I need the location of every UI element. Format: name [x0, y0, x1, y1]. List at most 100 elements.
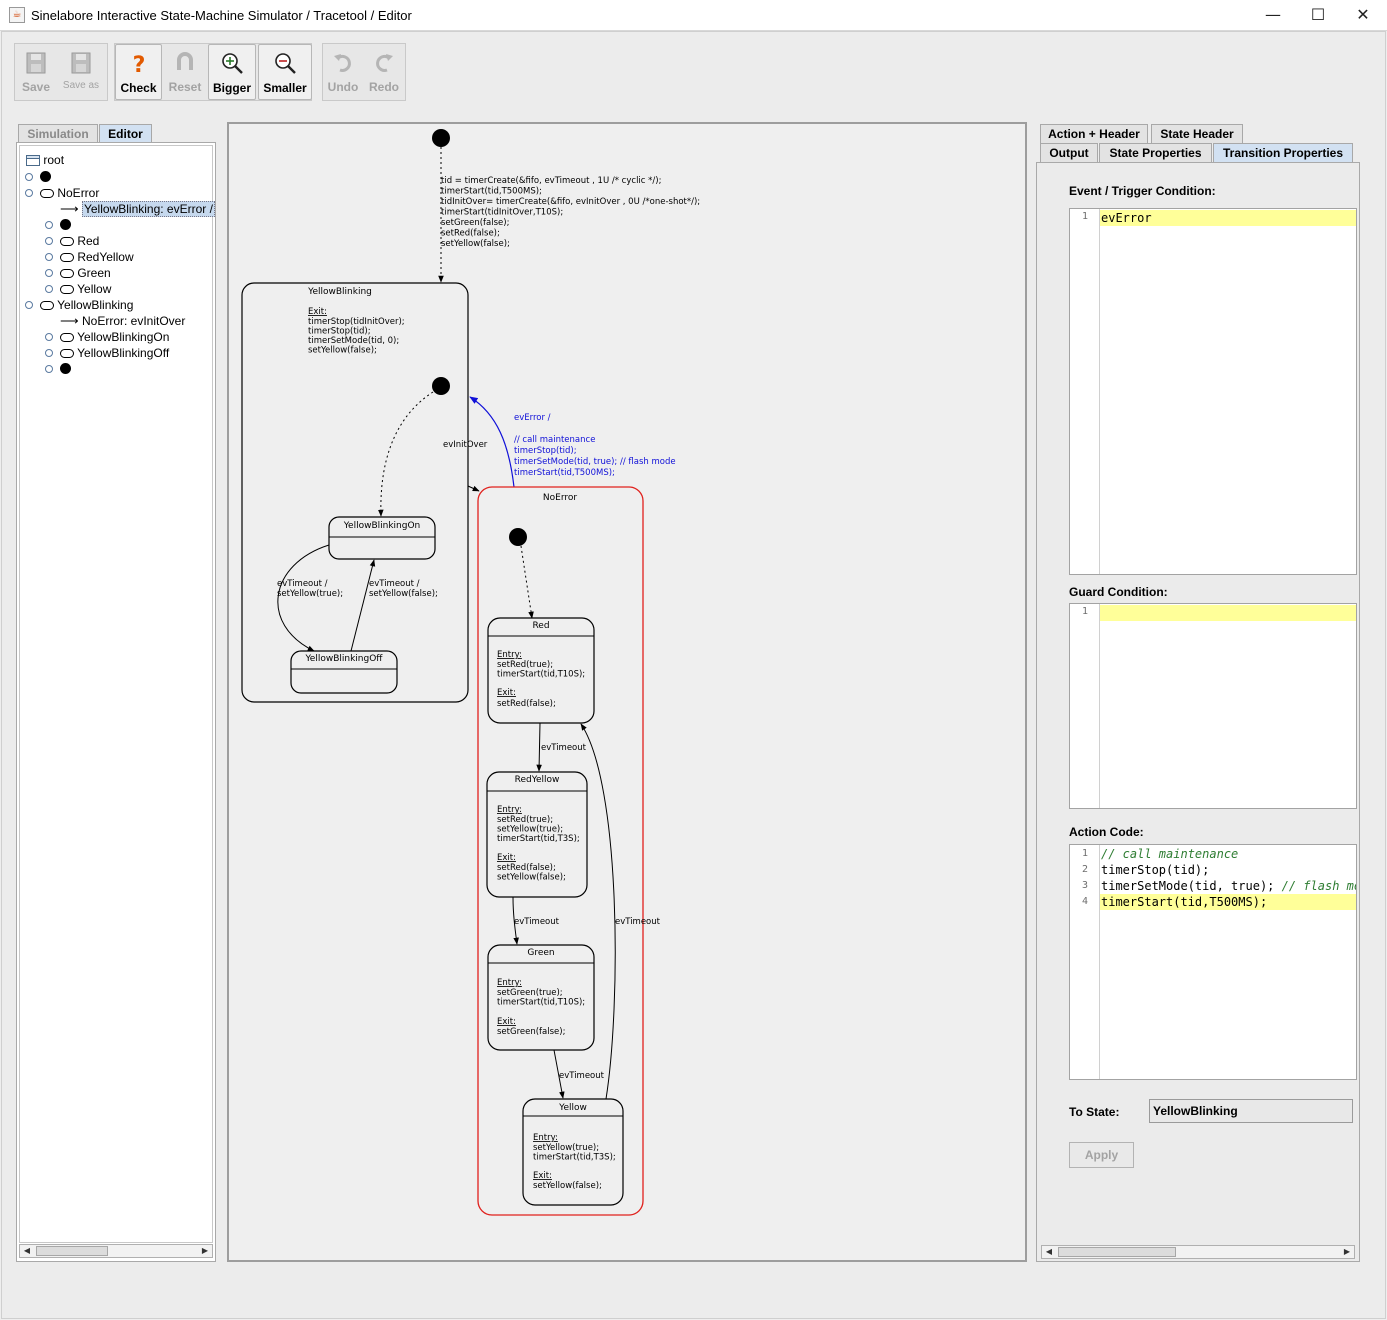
- redo-button[interactable]: Redo: [364, 44, 404, 100]
- tree-expander[interactable]: [45, 333, 53, 341]
- tree-node-yellowblinking-transition[interactable]: ⟶ NoError: evInitOver: [60, 313, 185, 329]
- tree-node-yb-on[interactable]: YellowBlinkingOn: [44, 329, 169, 345]
- tree-node-noerror[interactable]: NoError: [24, 185, 99, 201]
- state-yellowblinking-exit-code: timerStop(tidInitOver); timerStop(tid); …: [308, 317, 407, 356]
- state-icon: [40, 189, 54, 198]
- action-code-line-3[interactable]: timerSetMode(tid, true); // flash mode: [1100, 878, 1357, 894]
- tree-node-initial[interactable]: [24, 169, 51, 185]
- window-title: Sinelabore Interactive State-Machine Sim…: [31, 8, 412, 23]
- action-code-line-4[interactable]: timerStart(tid,T500MS);: [1100, 894, 1356, 910]
- transition-arrow-icon: ⟶: [60, 201, 79, 216]
- tree-expander[interactable]: [45, 221, 53, 229]
- svg-text:?: ?: [132, 53, 145, 77]
- tree-node-red[interactable]: Red: [44, 233, 99, 249]
- scroll-left-arrow-icon[interactable]: ◀: [20, 1245, 34, 1257]
- tree-expander[interactable]: [25, 189, 33, 197]
- off-to-on-transition[interactable]: [351, 560, 374, 651]
- event-trigger-editor[interactable]: 1 evError: [1069, 208, 1357, 575]
- state-green-exit-label: Exit:: [497, 1017, 516, 1027]
- tree-expander[interactable]: [45, 269, 53, 277]
- evinitover-transition[interactable]: [468, 486, 479, 491]
- to-state-field[interactable]: YellowBlinking: [1149, 1099, 1353, 1123]
- scroll-right-arrow-icon[interactable]: ▶: [1340, 1246, 1354, 1258]
- red-to-redyellow-transition[interactable]: [539, 723, 540, 771]
- tab-output[interactable]: Output: [1040, 143, 1098, 162]
- event-trigger-label: Event / Trigger Condition:: [1069, 184, 1216, 198]
- tab-simulation[interactable]: Simulation: [18, 124, 98, 143]
- diagram-canvas[interactable]: tid = timerCreate(&fifo, evTimeout , 1U …: [227, 122, 1027, 1262]
- tree-expander[interactable]: [45, 349, 53, 357]
- properties-horizontal-scrollbar[interactable]: ◀ ▶: [1041, 1245, 1355, 1259]
- undo-button[interactable]: Undo: [324, 44, 362, 100]
- state-redyellow-entry-code: setRed(true); setYellow(true); timerStar…: [497, 815, 580, 844]
- maximize-button[interactable]: ☐: [1295, 0, 1341, 30]
- tree-node-root[interactable]: root: [26, 152, 64, 168]
- tree-node-green[interactable]: Green: [44, 265, 111, 281]
- top-initial-state[interactable]: [432, 129, 450, 147]
- minimize-button[interactable]: —: [1250, 0, 1296, 30]
- tab-transition-properties[interactable]: Transition Properties: [1213, 143, 1353, 162]
- title-bar: ☕ Sinelabore Interactive State-Machine S…: [0, 0, 1387, 31]
- tree-node-redyellow[interactable]: RedYellow: [44, 249, 134, 265]
- initial-action-code: tid = timerCreate(&fifo, evTimeout , 1U …: [441, 176, 703, 249]
- event-code-line[interactable]: evError: [1100, 210, 1356, 226]
- close-button[interactable]: ✕: [1340, 0, 1386, 30]
- bigger-button[interactable]: Bigger: [208, 44, 256, 100]
- tree-node-yb-off[interactable]: YellowBlinkingOff: [44, 345, 169, 361]
- everror-action-code: // call maintenance timerStop(tid); time…: [514, 435, 678, 478]
- smaller-button[interactable]: Smaller: [258, 44, 312, 100]
- scroll-left-arrow-icon[interactable]: ◀: [1042, 1246, 1056, 1258]
- save-as-button[interactable]: Save as: [58, 44, 104, 100]
- line-number: 1: [1070, 211, 1088, 222]
- reset-arrow-icon: [172, 50, 198, 76]
- save-button[interactable]: Save: [16, 44, 56, 100]
- zoom-out-icon: [272, 51, 298, 77]
- yb-initial-transition[interactable]: [381, 392, 433, 516]
- guard-code-line[interactable]: [1100, 605, 1356, 621]
- action-code-editor[interactable]: 1 2 3 4 // call maintenance timerStop(ti…: [1069, 844, 1357, 1080]
- initial-state-icon: [60, 219, 71, 230]
- tree-expander[interactable]: [25, 301, 33, 309]
- action-code-line-1[interactable]: // call maintenance: [1100, 846, 1238, 862]
- state-yellow-entry-label: Entry:: [533, 1133, 558, 1143]
- state-yellow-entry-code: setYellow(true); timerStart(tid,T3S);: [533, 1143, 616, 1163]
- apply-button[interactable]: Apply: [1069, 1142, 1134, 1168]
- line-number: 1: [1070, 606, 1088, 617]
- state-redyellow-exit-code: setRed(false); setYellow(false);: [497, 863, 566, 883]
- tree-horizontal-scrollbar[interactable]: ◀ ▶: [19, 1244, 213, 1258]
- zoom-in-icon: [219, 51, 245, 77]
- action-code-line-2[interactable]: timerStop(tid);: [1100, 862, 1209, 878]
- tree-node-noerror-initial[interactable]: [44, 217, 71, 233]
- state-yellow-exit-code: setYellow(false);: [533, 1181, 602, 1191]
- off-to-on-label: evTimeout / setYellow(false);: [369, 579, 438, 599]
- noerror-initial-transition[interactable]: [521, 546, 532, 618]
- initial-state-icon: [40, 171, 51, 182]
- tab-action-header[interactable]: Action + Header: [1040, 124, 1148, 143]
- tab-editor[interactable]: Editor: [99, 124, 152, 143]
- tree-node-noerror-transition[interactable]: ⟶ YellowBlinking: evError /: [60, 201, 215, 217]
- scroll-thumb[interactable]: [36, 1246, 108, 1256]
- everror-label: evError /: [514, 413, 551, 423]
- state-icon: [60, 349, 74, 358]
- tree-expander[interactable]: [45, 285, 53, 293]
- tree-node-yellow[interactable]: Yellow: [44, 281, 111, 297]
- state-red-entry-label: Entry:: [497, 650, 522, 660]
- scroll-right-arrow-icon[interactable]: ▶: [198, 1245, 212, 1257]
- scroll-thumb[interactable]: [1058, 1247, 1176, 1257]
- tree-node-yellowblinking[interactable]: YellowBlinking: [24, 297, 133, 313]
- reset-button[interactable]: Reset: [164, 44, 206, 100]
- tree-node-yb-initial[interactable]: [44, 361, 71, 377]
- check-button[interactable]: ? Check: [115, 44, 162, 100]
- state-machine-diagram[interactable]: tid = timerCreate(&fifo, evTimeout , 1U …: [229, 124, 1025, 1260]
- tab-state-properties[interactable]: State Properties: [1099, 143, 1212, 162]
- yellowblinking-initial-state[interactable]: [432, 377, 450, 395]
- state-yellowblinking-name: YellowBlinking: [307, 287, 372, 297]
- noerror-initial-state[interactable]: [509, 528, 527, 546]
- tree-expander[interactable]: [45, 365, 53, 373]
- guard-condition-editor[interactable]: 1: [1069, 603, 1357, 809]
- tree-expander[interactable]: [45, 237, 53, 245]
- question-mark-icon: ?: [126, 51, 152, 77]
- tree-expander[interactable]: [45, 253, 53, 261]
- tab-state-header[interactable]: State Header: [1151, 124, 1243, 143]
- tree-expander[interactable]: [25, 173, 33, 181]
